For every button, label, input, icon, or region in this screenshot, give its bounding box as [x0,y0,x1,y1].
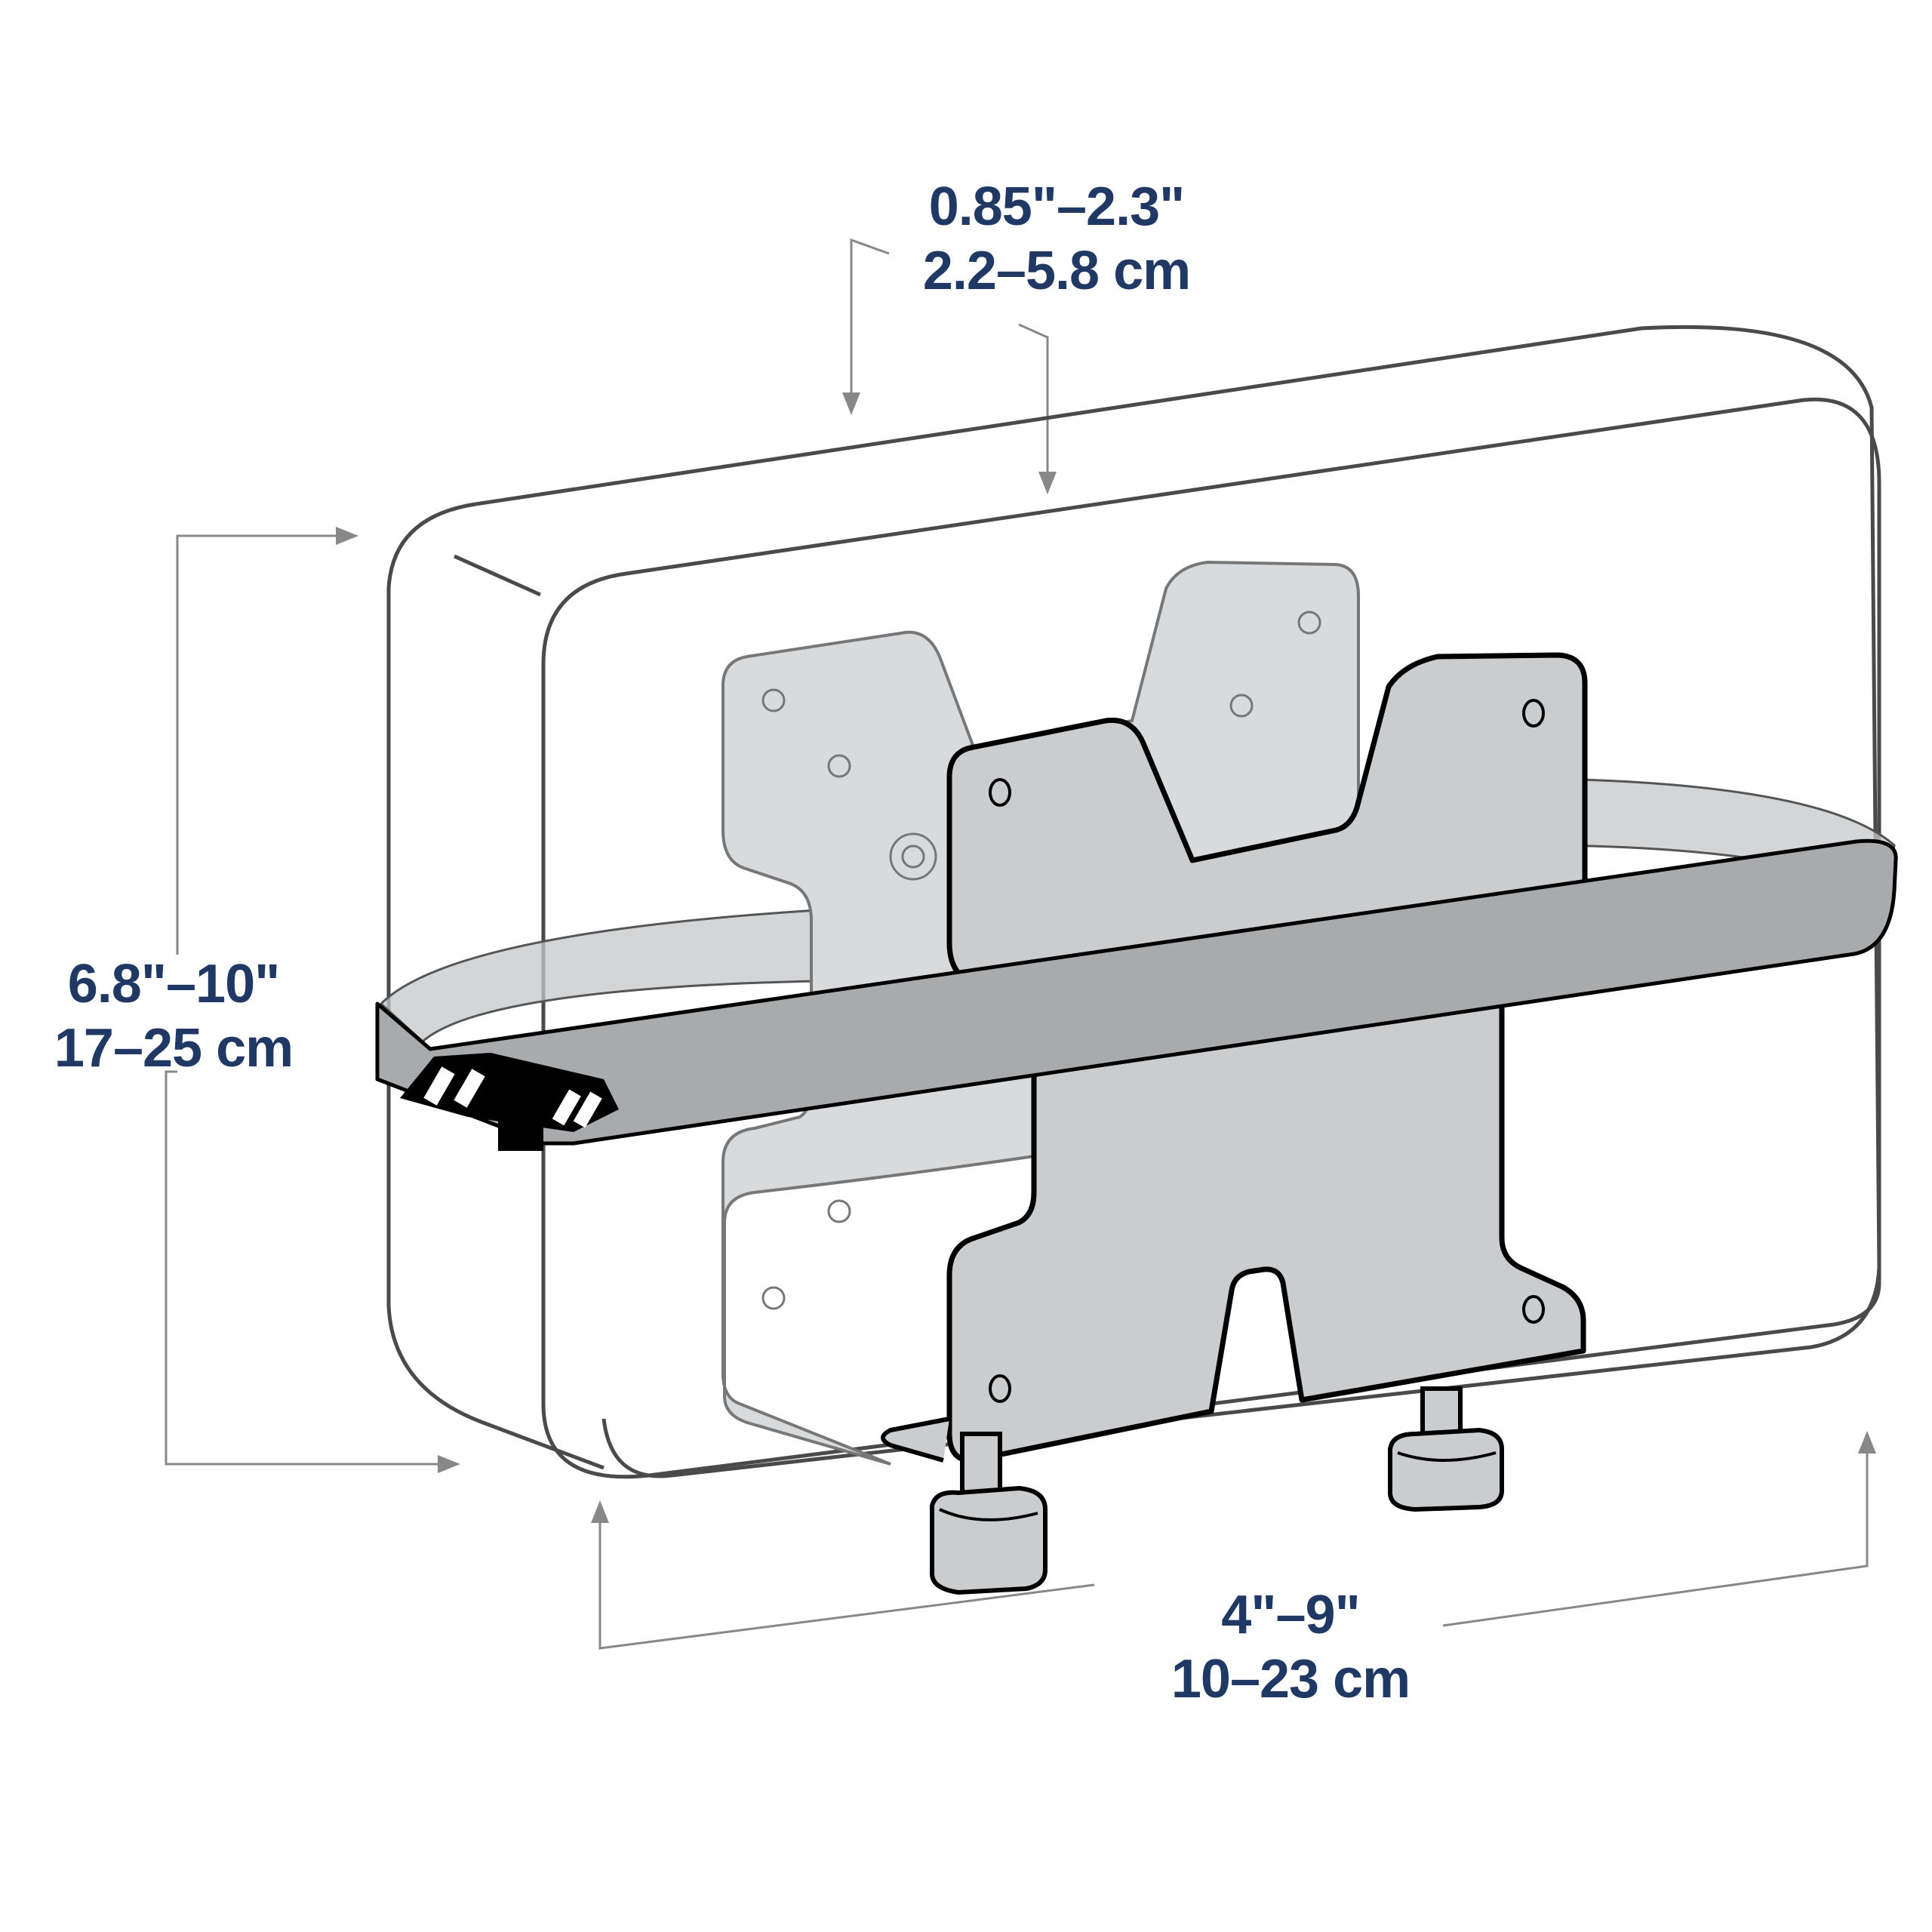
width-leader-left [598,1518,1095,1650]
device-side-edge [386,502,605,1470]
depth-imperial: 0.85"–2.3" [928,177,1186,237]
dimension-lines [165,238,1869,1650]
height-dimension-label: 6.8"–10" 17–25 cm [30,952,317,1081]
bracket-base-lip [881,1417,950,1463]
mount-hole [761,1286,786,1310]
depth-leader-right [1018,323,1049,475]
arrow-right-icon [336,527,358,545]
height-leader-bottom [165,1070,445,1466]
screw-icon [901,844,925,869]
strap-front [375,838,1898,1146]
screw-icon [889,832,937,881]
foot-knob-left [930,1432,1048,1595]
buckle-slot [573,1091,602,1128]
mount-hole [989,778,1011,807]
width-dimension-label: 4"–9" 10–23 cm [1117,1583,1464,1712]
buckle-tab [498,1121,543,1151]
mount-hole [761,688,786,712]
front-bracket-plate [881,652,1588,1463]
mount-hole [827,754,851,778]
arrow-down-icon [842,392,860,415]
arrow-up-icon [1858,1431,1876,1454]
height-imperial: 6.8"–10" [67,954,281,1014]
device-back-face [475,325,1881,1478]
device-body [386,325,1881,1479]
mount-hole [1297,611,1321,635]
depth-leader-left [850,238,890,396]
mount-hole [989,1374,1011,1403]
arrow-up-icon [591,1500,609,1523]
arrow-right-icon [438,1455,460,1473]
width-imperial: 4"–9" [1221,1585,1360,1645]
mount-hole [1522,699,1545,728]
device-edge-mark [453,554,542,597]
mount-hole [1522,1295,1545,1324]
buckle-slot [454,1069,485,1108]
width-metric: 10–23 cm [1171,1648,1411,1709]
arrow-down-icon [1038,472,1057,494]
device-front-face [541,397,1881,1479]
foot-knob-right [1388,1386,1504,1512]
buckle-slot [552,1089,581,1126]
depth-dimension-label: 0.85"–2.3" 2.2–5.8 cm [875,175,1238,303]
width-leader-right [1442,1449,1869,1627]
depth-metric: 2.2–5.8 cm [922,240,1191,301]
mount-hole [827,1199,851,1223]
height-leader-top [176,534,343,955]
height-metric: 17–25 cm [54,1017,294,1078]
buckle [400,1053,619,1151]
buckle-slot [423,1066,455,1106]
mount-hole [1229,694,1254,718]
dimension-arrowheads [336,392,1876,1523]
